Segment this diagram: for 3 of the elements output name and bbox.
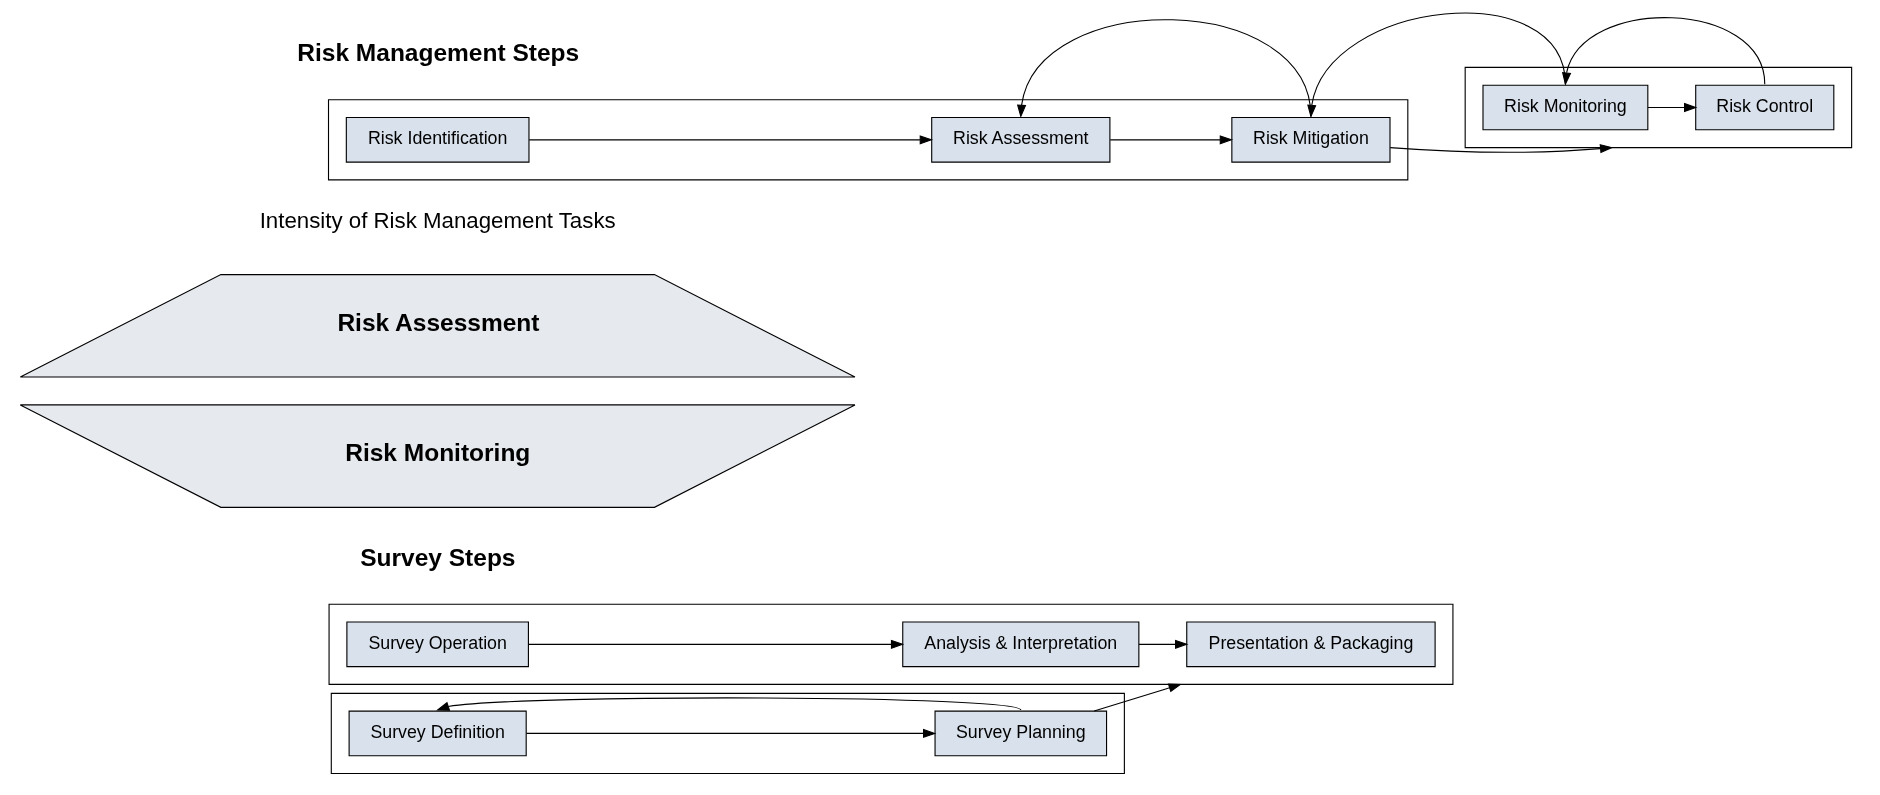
label: Survey Steps [359,543,515,571]
label: Risk Management Steps [296,39,579,67]
label: Intensity of Risk Management Tasks [259,207,616,233]
